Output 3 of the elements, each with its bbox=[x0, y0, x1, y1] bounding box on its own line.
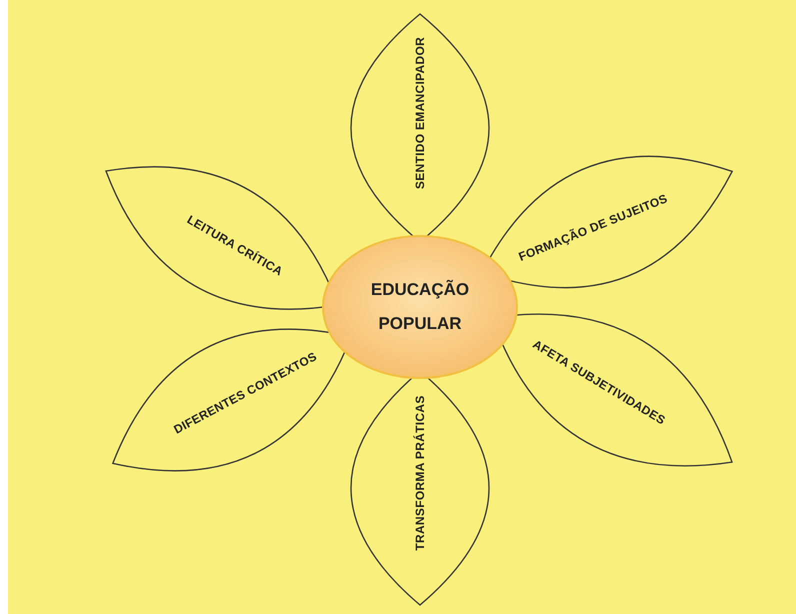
petal-label: SENTIDO EMANCIPADOR bbox=[413, 36, 427, 190]
center-label: EDUCAÇÃO POPULAR bbox=[370, 278, 470, 335]
petal-label: TRANSFORMA PRÁTICAS bbox=[413, 395, 427, 551]
